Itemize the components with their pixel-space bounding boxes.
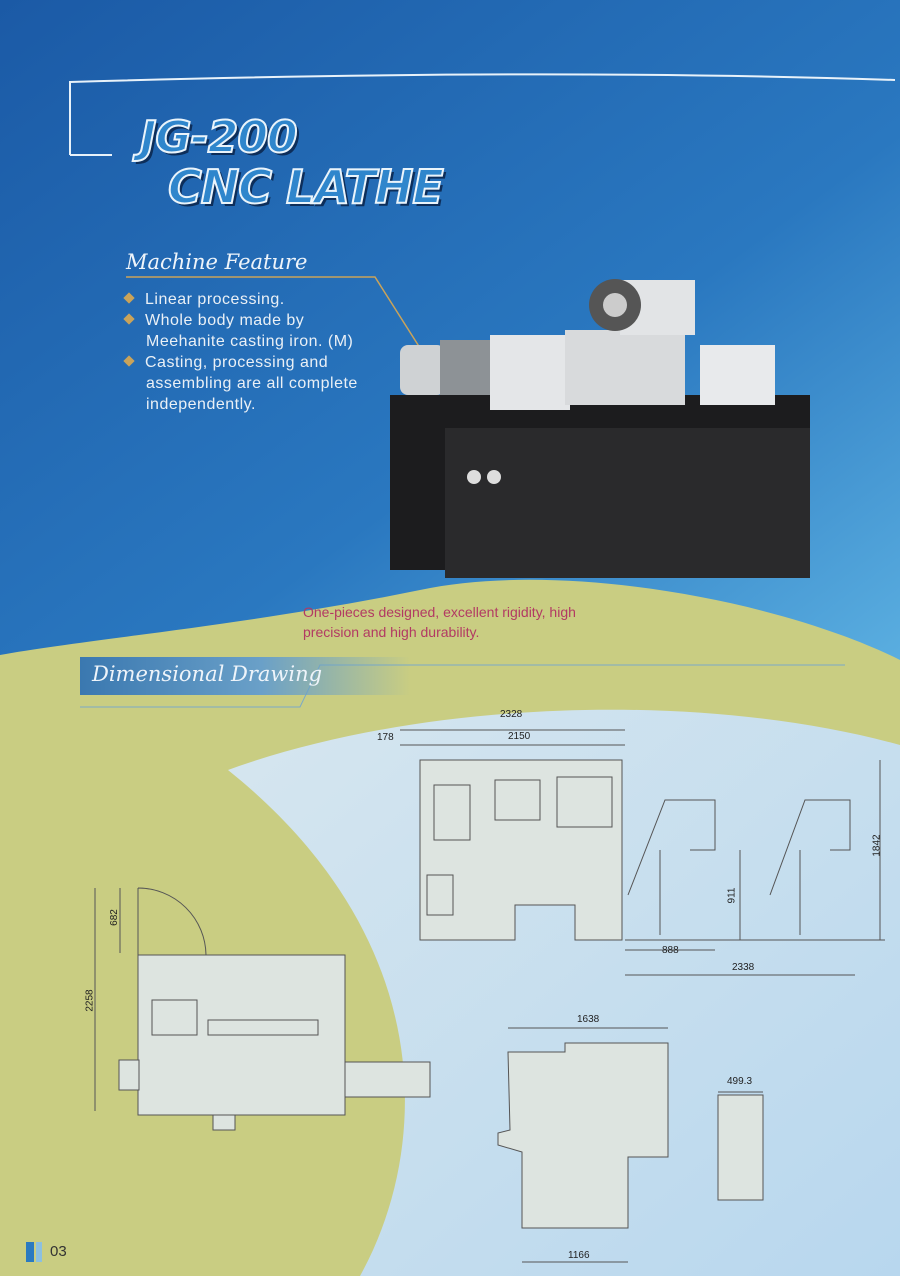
dim-body-width: 2150 <box>508 731 531 742</box>
section-banner <box>80 657 410 695</box>
front-view-drawing <box>400 729 885 976</box>
diamond-bullet-icon <box>123 292 135 304</box>
machine-feature-heading: Machine Feature <box>126 250 308 274</box>
diamond-bullet-icon <box>123 313 135 325</box>
dim-side-base-width: 1166 <box>568 1250 590 1261</box>
top-view-drawing <box>94 887 431 1131</box>
feature-item: Linear processing. <box>123 289 285 310</box>
page-marker-icon <box>26 1242 42 1262</box>
dim-conveyor-length: 2338 <box>732 962 755 973</box>
machine-caption: One-pieces designed, excellent rigidity,… <box>303 604 576 640</box>
dim-conveyor-depth: 888 <box>662 945 679 956</box>
machine-image <box>390 279 810 578</box>
dim-offset: 178 <box>377 732 394 743</box>
dim-side-top-width: 1638 <box>577 1014 600 1025</box>
dim-conveyor-height: 911 <box>726 887 738 904</box>
page-number: 03 <box>50 1243 67 1260</box>
dim-door-swing: 682 <box>108 909 120 926</box>
dim-height: 1842 <box>871 834 883 857</box>
side-view-drawing <box>497 1027 764 1263</box>
dim-depth: 2258 <box>84 989 96 1012</box>
diamond-bullet-icon <box>123 355 135 367</box>
title-product: CNC LATHE <box>167 159 445 215</box>
title-model: JG-200 <box>139 111 299 164</box>
dim-overall-width: 2328 <box>500 709 523 720</box>
dimensional-drawing-heading: Dimensional Drawing <box>92 662 323 686</box>
dim-conveyor-width: 499.3 <box>727 1076 753 1087</box>
